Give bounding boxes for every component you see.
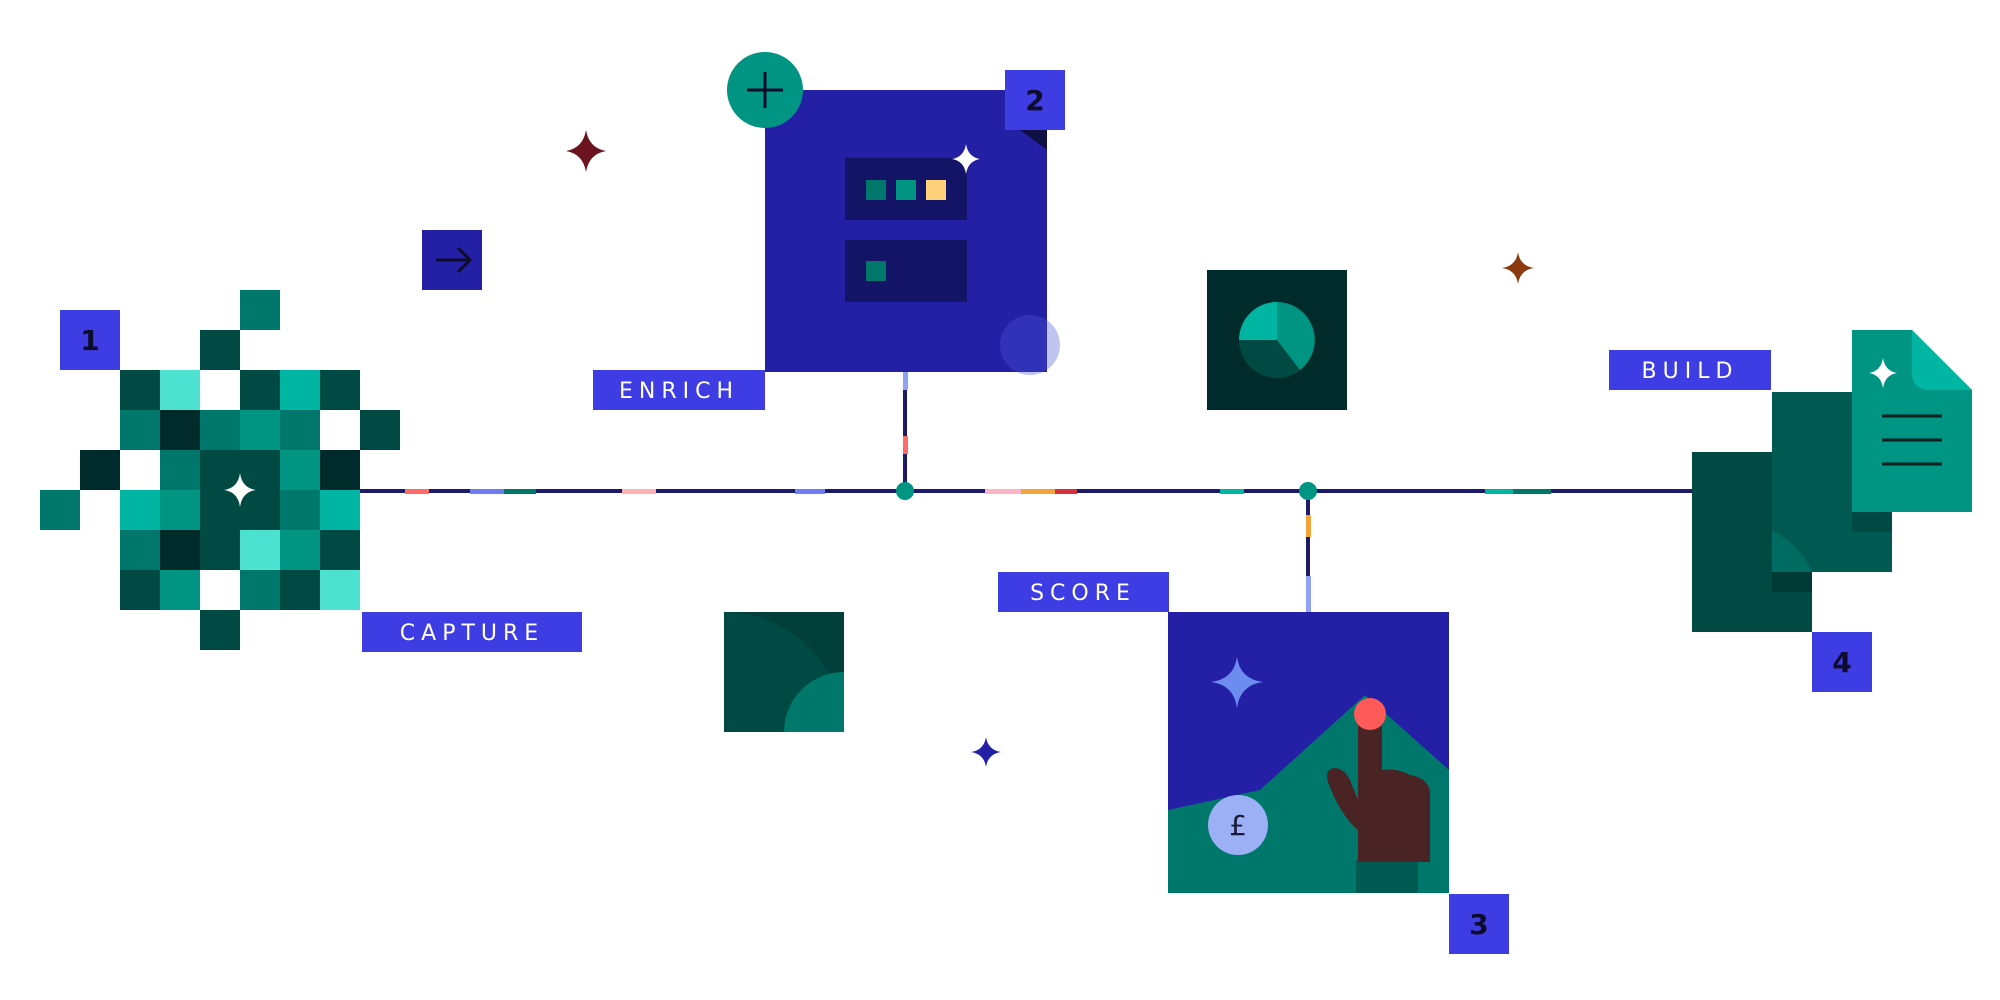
sparkle-icon	[1869, 358, 1897, 388]
pie-chart-icon	[1207, 270, 1347, 410]
sparkle-icon	[224, 473, 256, 507]
document-icon	[1852, 330, 1972, 512]
enrich-label-text: ENRICH	[619, 379, 739, 404]
build-label-text: BUILD	[1642, 359, 1739, 384]
sparkle-icon	[1502, 252, 1534, 284]
arc-shape-icon	[724, 612, 844, 732]
sparkle-icon	[971, 737, 1001, 767]
junction-node-score	[1299, 482, 1317, 500]
enrich-label: ENRICH	[593, 370, 765, 410]
step-2-number-badge: 2	[1005, 70, 1065, 130]
arrow-right-icon	[422, 230, 482, 290]
sparkle-icon	[1211, 657, 1263, 708]
step-1-number-badge: 1	[60, 310, 120, 370]
currency-coin-icon: £	[1208, 795, 1268, 855]
score-label-text: SCORE	[1030, 581, 1136, 606]
sparkle-icon	[952, 144, 980, 174]
build-document-stack	[1692, 330, 1972, 632]
capture-mosaic	[40, 290, 400, 650]
pipeline-line	[360, 489, 1700, 494]
score-connector	[1299, 482, 1317, 612]
step-3-number-badge: 3	[1449, 894, 1509, 954]
enrich-card	[765, 90, 1060, 375]
score-label: SCORE	[998, 572, 1169, 612]
score-card: £	[1168, 612, 1449, 893]
step-3-number: 3	[1469, 908, 1488, 941]
enrich-connector	[896, 372, 914, 500]
plus-icon	[727, 52, 803, 128]
step-2-number: 2	[1025, 84, 1044, 117]
step-4-number: 4	[1832, 646, 1851, 679]
sparkle-icon	[566, 130, 606, 172]
step-4-number-badge: 4	[1812, 632, 1872, 692]
currency-symbol: £	[1229, 809, 1247, 842]
capture-label: CAPTURE	[362, 612, 582, 652]
data-row-panel	[845, 240, 967, 302]
hand-pointer-icon	[1326, 698, 1430, 893]
build-label: BUILD	[1609, 350, 1771, 390]
capture-label-text: CAPTURE	[400, 621, 544, 646]
step-1-number: 1	[80, 324, 99, 357]
junction-node-enrich	[896, 482, 914, 500]
